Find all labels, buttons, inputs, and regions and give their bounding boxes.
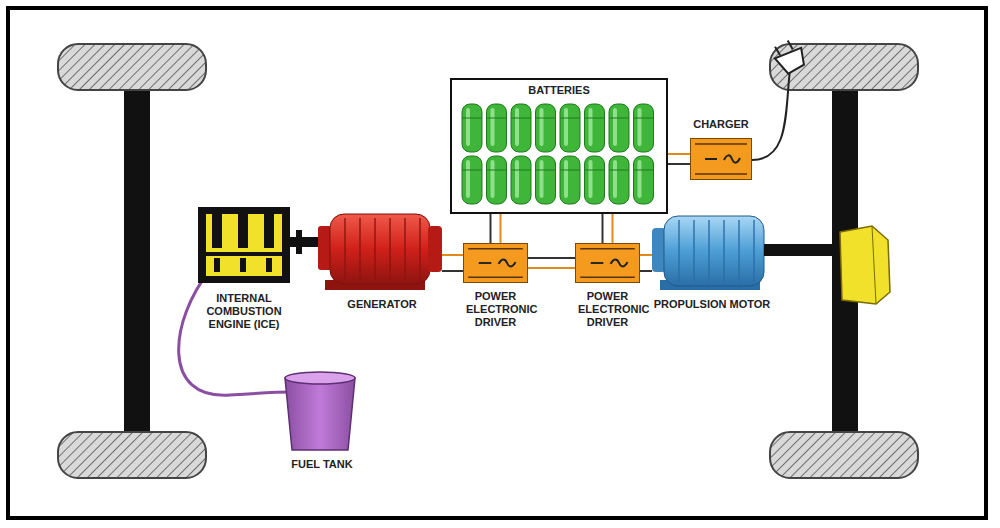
wheel	[58, 44, 206, 90]
battery-cells	[462, 104, 654, 204]
charger-box: CHARGER	[690, 138, 752, 180]
frame	[8, 8, 986, 518]
component-label: POWER ELECTRONIC DRIVER	[578, 290, 637, 329]
wheel	[770, 432, 918, 478]
driver-box: POWER ELECTRONIC DRIVER	[463, 243, 528, 283]
generator-end	[428, 226, 442, 272]
generator-fins	[345, 218, 420, 280]
shaft	[290, 237, 320, 247]
wire-connector	[603, 214, 613, 243]
component-label: FUEL TANK	[267, 458, 377, 471]
component-label: POWER ELECTRONIC DRIVER	[466, 290, 525, 329]
fuel-tank	[285, 378, 355, 450]
wire-connector	[528, 258, 575, 268]
converter-symbol	[576, 244, 639, 282]
coupling	[296, 230, 302, 254]
power-cord	[752, 70, 790, 160]
component-label: INTERNAL COMBUSTION ENGINE (ICE)	[198, 292, 290, 331]
component-label: PROPULSION MOTOR	[652, 298, 772, 311]
converter-symbol	[691, 139, 751, 179]
wire-connector	[668, 154, 690, 164]
wheel	[770, 44, 918, 90]
converter-symbol	[464, 244, 527, 282]
plug-pins	[775, 40, 793, 57]
wheel	[58, 432, 206, 478]
component-label: CHARGER	[671, 118, 771, 131]
generator	[330, 214, 430, 284]
fuel-hose	[179, 270, 292, 395]
engine	[198, 207, 290, 283]
drive-shaft	[764, 244, 844, 256]
axle	[124, 70, 150, 460]
engine-pistons	[206, 214, 282, 276]
fuel-tank-top	[285, 372, 355, 384]
propulsion-motor	[664, 216, 764, 286]
battery-box: BATTERIES	[450, 78, 668, 214]
motor-fins	[679, 220, 754, 282]
component-label: BATTERIES	[452, 80, 666, 97]
differential	[840, 226, 890, 304]
driver-box: POWER ELECTRONIC DRIVER	[575, 243, 640, 283]
wire-connector	[491, 214, 501, 243]
component-label: GENERATOR	[327, 298, 437, 311]
